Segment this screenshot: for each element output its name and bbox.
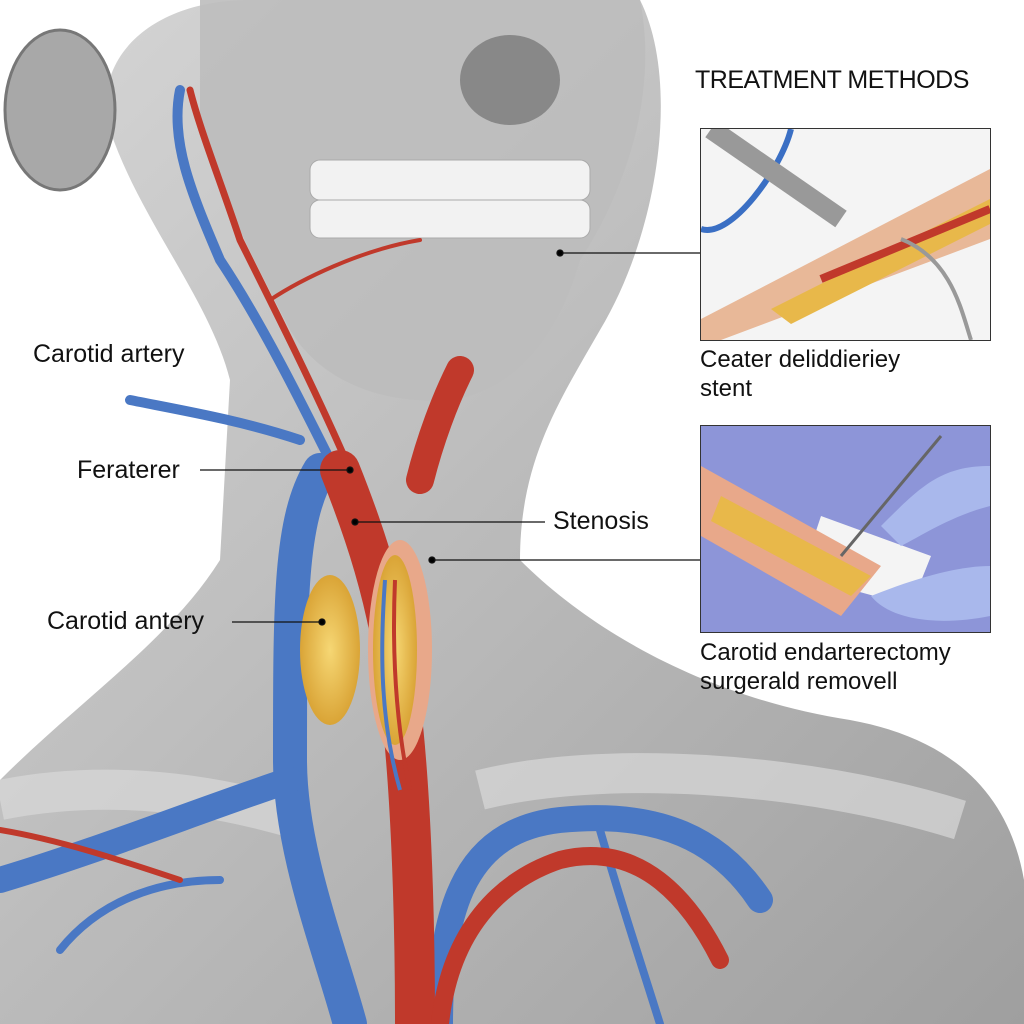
teeth — [309, 159, 591, 239]
stent-illustration — [701, 129, 990, 340]
stent-caption: Ceater deliddieriey stent — [700, 345, 900, 403]
stent-caption-line2: stent — [700, 375, 753, 402]
stent-panel — [700, 128, 991, 341]
veins — [0, 85, 773, 1024]
label-feraterer: Feraterer — [77, 456, 180, 484]
treatment-methods-title: TREATMENT METHODS — [695, 66, 969, 94]
endarterectomy-panel — [700, 425, 991, 633]
stent-caption-line1: Ceater deliddieriey — [700, 346, 901, 373]
ear — [3, 28, 117, 192]
plaque — [300, 575, 360, 725]
label-stenosis: Stenosis — [553, 507, 649, 535]
endarterectomy-caption-line1: Carotid endarterectomy — [700, 639, 951, 666]
endarterectomy-caption: Carotid endarterectomy surgerald removel… — [700, 638, 951, 696]
endarterectomy-caption-line2: surgerald removell — [700, 668, 898, 695]
pointer-lines — [200, 249, 700, 626]
label-carotid-artery: Carotid artery — [33, 340, 185, 368]
endarterectomy-illustration — [701, 435, 990, 621]
label-carotid-antery: Carotid antery — [47, 607, 205, 635]
